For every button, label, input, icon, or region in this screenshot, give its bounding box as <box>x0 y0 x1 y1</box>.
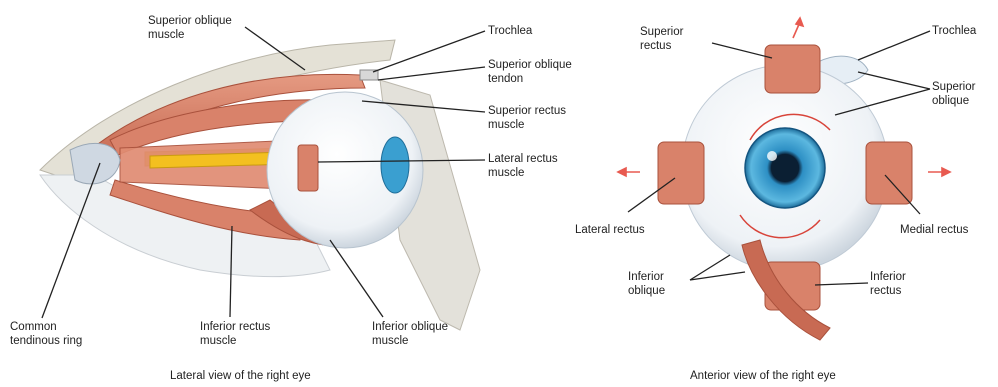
lateral-view <box>40 27 485 330</box>
label-superior-oblique-muscle: Superior oblique muscle <box>148 14 232 42</box>
label-inferior-rectus-muscle: Inferior rectus muscle <box>200 320 270 348</box>
superior-rectus-anterior <box>765 45 820 93</box>
label-medial-rectus: Medial rectus <box>900 223 968 237</box>
label-lateral-rectus-muscle: Lateral rectus muscle <box>488 152 558 180</box>
label-trochlea-lateral: Trochlea <box>488 24 532 38</box>
label-inferior-oblique: Inferior oblique <box>628 270 665 298</box>
label-inferior-rectus: Inferior rectus <box>870 270 906 298</box>
label-superior-oblique: Superior oblique <box>932 80 975 108</box>
lateral-rectus-insertion <box>298 145 318 191</box>
iris-highlight <box>767 151 777 161</box>
iris-lateral <box>381 137 409 193</box>
label-superior-rectus: Superior rectus <box>640 25 683 53</box>
label-superior-oblique-tendon: Superior oblique tendon <box>488 58 572 86</box>
label-lateral-rectus: Lateral rectus <box>575 223 645 237</box>
label-common-tendinous-ring: Common tendinous ring <box>10 320 82 348</box>
label-inferior-oblique-muscle: Inferior oblique muscle <box>372 320 448 348</box>
label-superior-rectus-muscle: Superior rectus muscle <box>488 104 566 132</box>
label-trochlea-anterior: Trochlea <box>932 24 976 38</box>
medial-rectus-anterior <box>866 142 912 204</box>
lateral-rectus-anterior <box>658 142 704 204</box>
caption-anterior-view: Anterior view of the right eye <box>690 370 836 382</box>
caption-lateral-view: Lateral view of the right eye <box>170 370 311 382</box>
